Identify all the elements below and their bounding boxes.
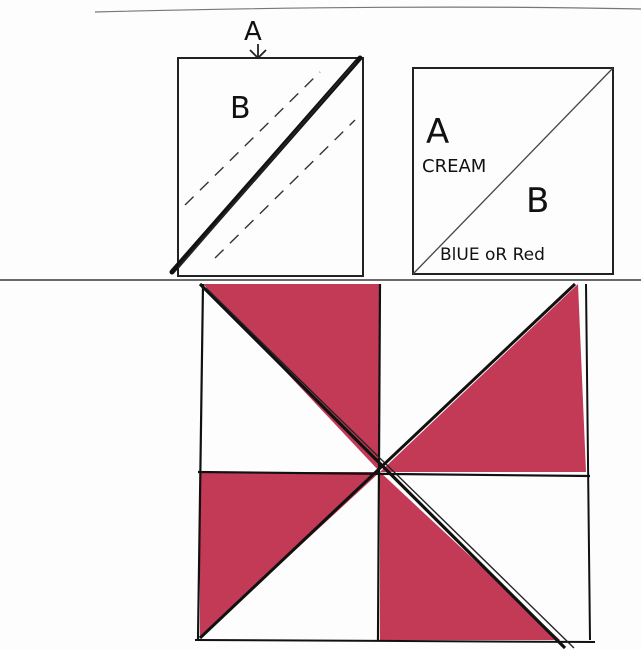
top-right-label-cream: CREAM [422, 156, 486, 177]
top-right-label-blue-or-red: BlUE oR Red [440, 245, 545, 265]
top-left-square [178, 58, 363, 276]
top-pencil-line [95, 7, 641, 12]
pinwheel-outer-bottom [195, 640, 595, 642]
pinwheel-outer-right [586, 284, 590, 640]
top-right-label-a: A [426, 112, 449, 152]
pinwheel-triangle-top-right [380, 284, 586, 472]
top-left-block: A B [172, 17, 363, 276]
top-left-label-b: B [230, 91, 251, 126]
top-right-block: A CREAM B BlUE oR Red [413, 68, 613, 274]
top-right-label-b: B [526, 181, 549, 221]
pinwheel-block [195, 284, 595, 648]
top-left-label-a: A [244, 17, 262, 47]
top-left-dashed-seam-upper [185, 72, 320, 205]
